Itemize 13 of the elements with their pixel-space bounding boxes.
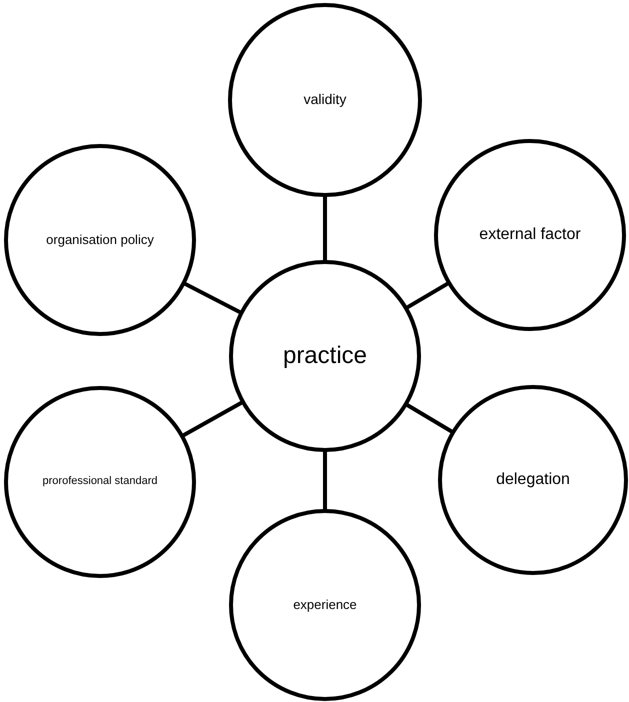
connector-line [406, 402, 454, 434]
node-label: practice [282, 341, 368, 371]
node-label: validity [302, 91, 348, 109]
node-label: delegation [495, 470, 571, 490]
node-label: organisation policy [45, 232, 155, 248]
connector-line [406, 282, 450, 310]
connector-line [184, 282, 242, 314]
connector-line [323, 451, 327, 510]
node-label: experience [292, 596, 358, 614]
connector-line [182, 400, 244, 438]
node-label: external factor [478, 225, 582, 245]
node-label: prorofessional standard [42, 475, 158, 489]
connector-line [323, 196, 327, 261]
